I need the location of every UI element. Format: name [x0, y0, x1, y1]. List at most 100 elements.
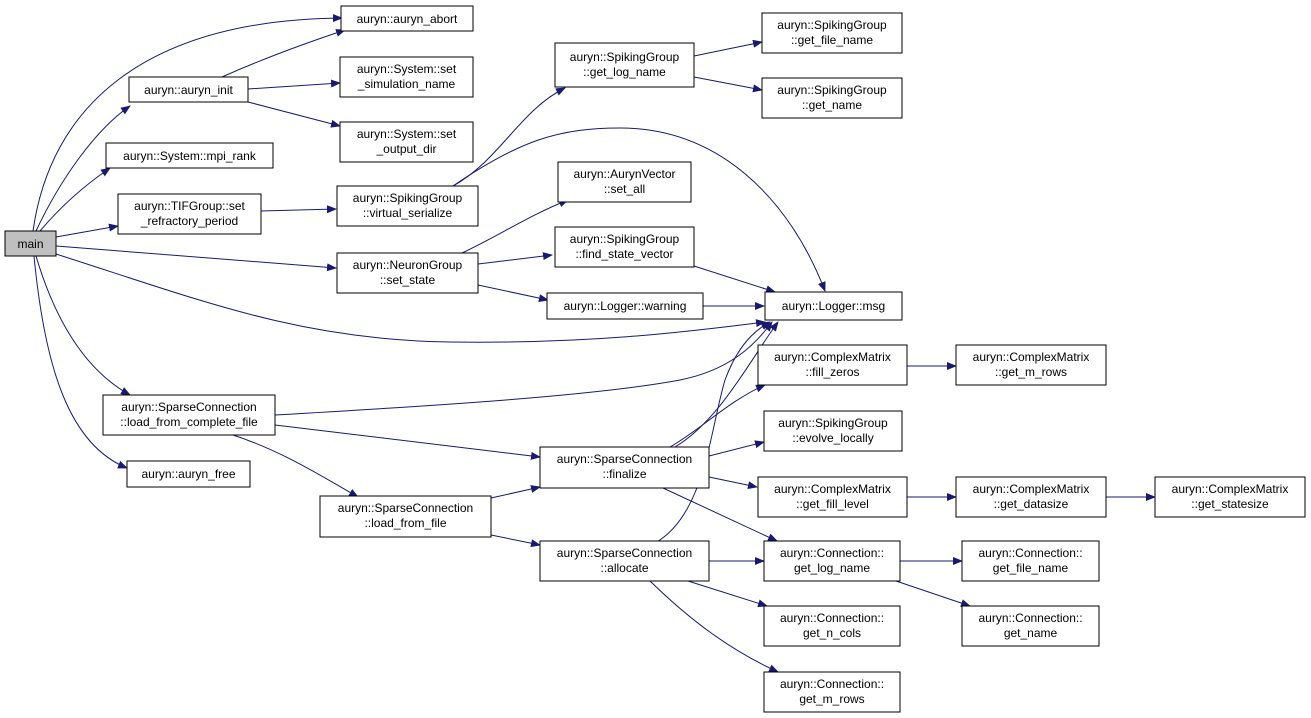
node-label-line-1: auryn::System::set	[357, 62, 457, 76]
node-sg-get-name[interactable]: auryn::SpikingGroup ::get_name	[761, 77, 903, 119]
node-label-line-2: ::get_statesize	[1191, 497, 1269, 511]
edge-finalize-to-msg	[674, 321, 779, 448]
edge-load-from-complete-file-to-msg	[274, 321, 773, 416]
node-label-line-1: auryn::SpikingGroup	[778, 416, 888, 430]
node-label: auryn::System::mpi_rank	[123, 149, 257, 163]
node-set-state[interactable]: auryn::NeuronGroup ::set_state	[336, 252, 479, 294]
node-evolve-locally[interactable]: auryn::SpikingGroup ::evolve_locally	[763, 410, 903, 452]
node-label-line-1: auryn::SparseConnection	[121, 400, 256, 414]
node-conn-get-log-name[interactable]: auryn::Connection:: get_log_name	[763, 540, 901, 582]
node-label-line-2: ::set_all	[604, 182, 645, 196]
node-label-line-1: auryn::ComplexMatrix	[774, 482, 891, 496]
node-label-line-2: _output_dir	[375, 142, 436, 156]
edge-main-to-mpi-rank	[39, 167, 111, 232]
node-auryn-abort[interactable]: auryn::auryn_abort	[340, 5, 474, 32]
node-load-from-complete-file[interactable]: auryn::SparseConnection ::load_from_comp…	[102, 394, 276, 436]
node-label-line-1: auryn::TIFGroup::set	[134, 199, 245, 213]
edge-main-to-set-state	[55, 245, 337, 272]
node-conn-get-file-name[interactable]: auryn::Connection:: get_file_name	[961, 540, 1100, 582]
edge-allocate-to-conn-get-m-rows	[649, 580, 779, 673]
node-label-line-1: auryn::System::set	[357, 127, 457, 141]
node-label-line-2: ::get_datasize	[994, 497, 1069, 511]
node-label: auryn::auryn_free	[141, 467, 235, 481]
edge-virtual-serialize-to-msg	[452, 127, 826, 292]
node-auryn-free[interactable]: auryn::auryn_free	[126, 460, 251, 488]
node-main[interactable]: main	[4, 230, 57, 257]
node-label-line-2: get_file_name	[993, 561, 1069, 575]
node-label-line-2: ::load_from_file	[364, 516, 446, 530]
node-label-line-1: auryn::Connection::	[978, 611, 1082, 625]
edge-set-refractory-period-to-virtual-serialize	[260, 205, 337, 214]
edge-auryn-init-to-set-output-dir	[247, 101, 341, 128]
node-conn-get-m-rows[interactable]: auryn::Connection:: get_m_rows	[763, 671, 901, 713]
edge-sg-get-log-name-to-sg-get-name	[693, 76, 763, 93]
node-set-all[interactable]: auryn::AurynVector ::set_all	[557, 161, 692, 203]
node-fill-zeros[interactable]: auryn::ComplexMatrix ::fill_zeros	[757, 344, 908, 386]
edge-load-from-file-to-finalize	[490, 485, 541, 499]
node-get-statesize[interactable]: auryn::ComplexMatrix ::get_statesize	[1154, 476, 1306, 518]
edge-allocate-to-msg	[654, 321, 771, 544]
edge-set-state-to-set-all	[461, 199, 569, 254]
edge-auryn-init-to-set-simulation-name	[247, 79, 341, 90]
node-label-line-2: ::allocate	[600, 561, 648, 575]
node-conn-get-name[interactable]: auryn::Connection:: get_name	[961, 605, 1100, 647]
node-label-line-1: auryn::Connection::	[978, 546, 1082, 560]
node-label-line-2: ::get_file_name	[791, 33, 873, 47]
edge-main-to-auryn-init	[35, 105, 131, 232]
node-label-line-1: auryn::SparseConnection	[557, 546, 692, 560]
node-get-datasize[interactable]: auryn::ComplexMatrix ::get_datasize	[955, 476, 1107, 518]
node-label-line-1: auryn::SpikingGroup	[570, 232, 680, 246]
edge-set-state-to-warning	[477, 284, 549, 303]
node-label: auryn::Logger::msg	[782, 299, 885, 313]
node-label-line-2: ::evolve_locally	[792, 431, 873, 445]
node-set-simulation-name[interactable]: auryn::System::set _simulation_name	[339, 56, 474, 98]
edge-main-to-load-from-complete-file	[35, 255, 131, 396]
node-conn-get-n-cols[interactable]: auryn::Connection:: get_n_cols	[763, 605, 901, 647]
edge-sg-get-log-name-to-sg-get-file-name	[693, 39, 763, 57]
edge-allocate-to-conn-get-n-cols	[687, 580, 768, 608]
node-label-line-2: ::get_name	[802, 98, 862, 112]
node-label-line-1: auryn::SpikingGroup	[353, 191, 463, 205]
node-sg-get-log-name[interactable]: auryn::SpikingGroup ::get_log_name	[554, 42, 695, 88]
node-label-line-2: ::virtual_serialize	[363, 206, 453, 220]
edge-main-to-msg	[55, 253, 766, 343]
node-label-line-1: auryn::ComplexMatrix	[973, 482, 1090, 496]
node-label-line-2: get_log_name	[794, 561, 870, 575]
node-label-line-1: auryn::Connection::	[780, 677, 884, 691]
node-set-output-dir[interactable]: auryn::System::set _output_dir	[339, 121, 474, 163]
node-find-state-vector[interactable]: auryn::SpikingGroup ::find_state_vector	[554, 226, 695, 268]
node-label-line-2: ::find_state_vector	[575, 247, 673, 261]
edge-conn-get-log-name-to-conn-get-name	[895, 580, 971, 607]
node-warning[interactable]: auryn::Logger::warning	[546, 292, 704, 320]
edge-load-from-complete-file-to-load-from-file	[229, 433, 359, 498]
edge-find-state-vector-to-msg	[693, 265, 776, 294]
node-cm-get-m-rows[interactable]: auryn::ComplexMatrix ::get_m_rows	[955, 344, 1107, 386]
node-set-refractory-period[interactable]: auryn::TIFGroup::set _refractory_period	[117, 193, 262, 235]
node-label-line-2: get_m_rows	[799, 692, 864, 706]
node-get-fill-level[interactable]: auryn::ComplexMatrix ::get_fill_level	[757, 476, 908, 518]
node-finalize[interactable]: auryn::SparseConnection ::finalize	[539, 446, 710, 489]
edge-finalize-to-conn-get-log-name	[662, 487, 778, 542]
node-label-line-2: _simulation_name	[357, 77, 456, 91]
edge-finalize-to-fill-zeros	[669, 384, 766, 448]
edge-set-state-to-find-state-vector	[477, 252, 553, 265]
node-auryn-init[interactable]: auryn::auryn_init	[128, 76, 249, 103]
node-virtual-serialize[interactable]: auryn::SpikingGroup ::virtual_serialize	[336, 185, 479, 227]
node-label-line-1: auryn::SpikingGroup	[777, 18, 887, 32]
node-label-line-2: ::fill_zeros	[805, 365, 859, 379]
node-mpi-rank[interactable]: auryn::System::mpi_rank	[105, 142, 274, 169]
node-allocate[interactable]: auryn::SparseConnection ::allocate	[539, 540, 710, 582]
node-msg[interactable]: auryn::Logger::msg	[764, 291, 903, 321]
edge-main-to-auryn-free	[33, 255, 128, 469]
edge-main-to-auryn-abort	[32, 14, 343, 232]
node-sg-get-file-name[interactable]: auryn::SpikingGroup ::get_file_name	[761, 12, 903, 54]
edge-load-from-file-to-allocate	[490, 534, 541, 548]
node-load-from-file[interactable]: auryn::SparseConnection ::load_from_file	[319, 495, 492, 538]
node-label-line-2: ::load_from_complete_file	[120, 415, 258, 429]
node-label-line-2: ::get_fill_level	[796, 497, 869, 511]
node-label: auryn::Logger::warning	[564, 299, 687, 313]
node-label-line-1: auryn::SpikingGroup	[570, 50, 680, 64]
edge-main-to-set-refractory-period	[55, 223, 119, 238]
